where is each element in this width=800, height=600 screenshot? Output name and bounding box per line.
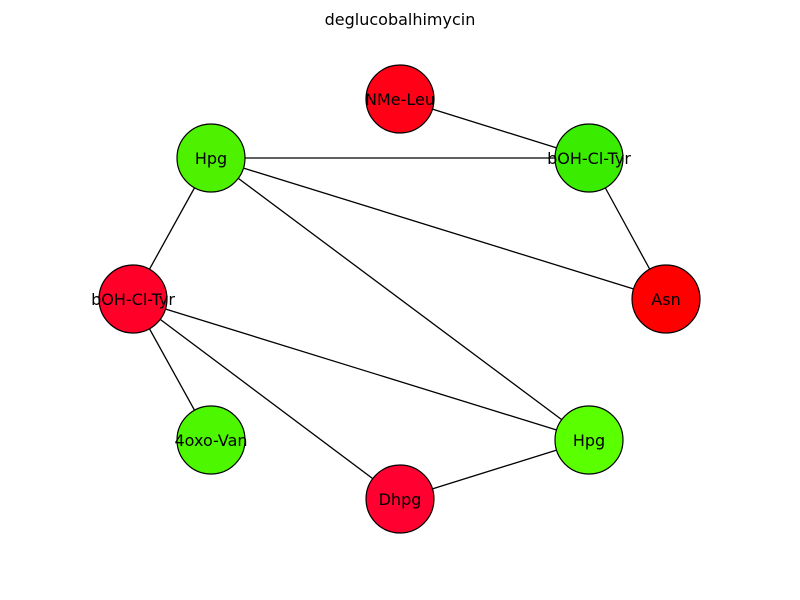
node-circle: [176, 405, 246, 475]
node-circle: [631, 264, 701, 334]
node-n3: Hpg: [554, 405, 624, 475]
node-circle: [98, 264, 168, 334]
diagram-title: deglucobalhimycin: [325, 10, 476, 29]
edge-n6-n4: [132, 298, 401, 500]
node-layer: NMe-LeubOH-Cl-TyrAsnHpgDhpg4oxo-VanbOH-C…: [91, 64, 701, 534]
node-label: Dhpg: [379, 490, 422, 509]
node-n6: bOH-Cl-Tyr: [91, 264, 175, 334]
node-n0: NMe-Leu: [365, 64, 435, 134]
node-n7: Hpg: [176, 123, 246, 193]
edge-n6-n3: [132, 298, 590, 441]
node-label: Asn: [651, 290, 680, 309]
node-n4: Dhpg: [365, 464, 435, 534]
node-circle: [365, 464, 435, 534]
edge-n7-n2: [210, 157, 667, 300]
node-circle: [554, 405, 624, 475]
edge-n7-n3: [210, 157, 590, 441]
node-label: Hpg: [573, 431, 605, 450]
node-circle: [365, 64, 435, 134]
node-label: Hpg: [195, 149, 227, 168]
node-label: bOH-Cl-Tyr: [91, 290, 175, 309]
node-label: bOH-Cl-Tyr: [547, 149, 631, 168]
node-label: 4oxo-Van: [174, 431, 247, 450]
node-n1: bOH-Cl-Tyr: [547, 123, 631, 193]
node-n5: 4oxo-Van: [174, 405, 248, 475]
node-label: NMe-Leu: [365, 90, 435, 109]
node-n2: Asn: [631, 264, 701, 334]
node-circle: [554, 123, 624, 193]
node-circle: [176, 123, 246, 193]
